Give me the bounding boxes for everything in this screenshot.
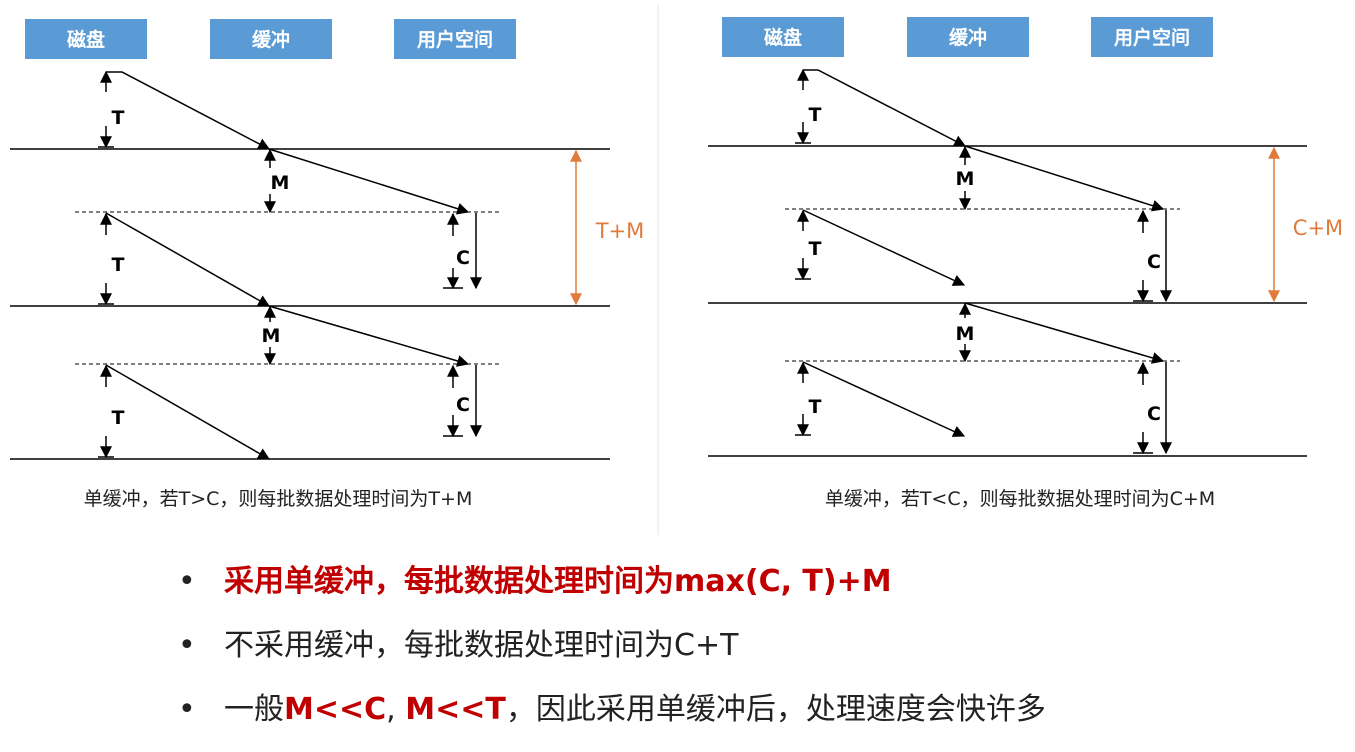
bullet-list: • 采用单缓冲，每批数据处理时间为max(C, T)+M • 不采用缓冲，每批数据处…: [178, 560, 1046, 752]
bullet-emphasis: M<<T: [405, 692, 506, 727]
buffer-to-user-arrow-2: [268, 305, 470, 367]
m-label: M: [956, 323, 975, 345]
bullet-emphasis: M<<C: [284, 692, 387, 727]
buffer-to-user-arrow-1: [268, 148, 470, 215]
buffer-header-box: [907, 17, 1029, 57]
disk-header: 磁盘: [67, 28, 105, 51]
t-label: T: [809, 238, 822, 260]
bullet-item: • 不采用缓冲，每批数据处理时间为C+T: [178, 624, 1046, 668]
bullet-marker: •: [178, 692, 196, 727]
user-space-header-box: [1091, 17, 1213, 57]
t-label: T: [112, 107, 125, 129]
right-caption: 单缓冲，若T<C，则每批数据处理时间为C+M: [825, 488, 1215, 510]
m-label: M: [262, 325, 281, 347]
buffer-header: 缓冲: [949, 26, 987, 49]
disk-to-buffer-arrow-2: [105, 212, 271, 307]
user-space-header: 用户空间: [417, 28, 493, 51]
buffer-timing-diagram: 磁盘 缓冲 用户空间 T: [10, 5, 1343, 535]
disk-to-buffer-arrow-3: [105, 364, 271, 460]
bullet-text-part: 一般: [224, 692, 284, 727]
c-label: C: [1147, 251, 1161, 273]
buffer-to-user-arrow-2: [964, 302, 1165, 364]
user-space-header: 用户空间: [1114, 26, 1190, 49]
user-space-header-box: [394, 19, 516, 59]
disk-to-buffer-arrow-1: [803, 69, 967, 147]
span-label: C+M: [1293, 216, 1343, 240]
left-panel: 磁盘 缓冲 用户空间 T: [10, 19, 644, 510]
c-label: C: [456, 394, 470, 416]
t-label: T: [809, 104, 822, 126]
bullet-item: • 采用单缓冲，每批数据处理时间为max(C, T)+M: [178, 560, 1046, 604]
left-caption: 单缓冲，若T>C，则每批数据处理时间为T+M: [84, 488, 473, 510]
bullet-text-part: ，因此采用单缓冲后，处理速度会快许多: [505, 692, 1046, 727]
disk-header-box: [722, 17, 844, 57]
t-label: T: [809, 396, 822, 418]
bullet-text: 不采用缓冲，每批数据处理时间为C+T: [224, 628, 739, 663]
bullet-text: 采用单缓冲，每批数据处理时间为max(C, T)+M: [224, 564, 892, 599]
buffer-header-box: [210, 19, 332, 59]
c-label: C: [456, 247, 470, 269]
disk-to-buffer-arrow-1: [106, 71, 271, 150]
disk-to-buffer-arrow-3: [802, 361, 966, 437]
t-label: T: [112, 254, 125, 276]
buffer-header: 缓冲: [252, 28, 290, 51]
bullet-item: • 一般M<<C, M<<T，因此采用单缓冲后，处理速度会快许多: [178, 688, 1046, 732]
disk-header: 磁盘: [764, 26, 802, 49]
span-label: T+M: [595, 219, 645, 243]
right-panel: 磁盘 缓冲 用户空间 T: [708, 17, 1343, 510]
bullet-text-part: ,: [386, 692, 406, 727]
t-label: T: [112, 407, 125, 429]
m-label: M: [271, 172, 290, 194]
c-label: C: [1147, 403, 1161, 425]
bullet-marker: •: [178, 564, 196, 599]
bullet-marker: •: [178, 628, 196, 663]
disk-to-buffer-arrow-2: [802, 209, 966, 286]
disk-header-box: [25, 19, 147, 59]
m-label: M: [956, 168, 975, 190]
buffer-to-user-arrow-1: [964, 145, 1165, 212]
